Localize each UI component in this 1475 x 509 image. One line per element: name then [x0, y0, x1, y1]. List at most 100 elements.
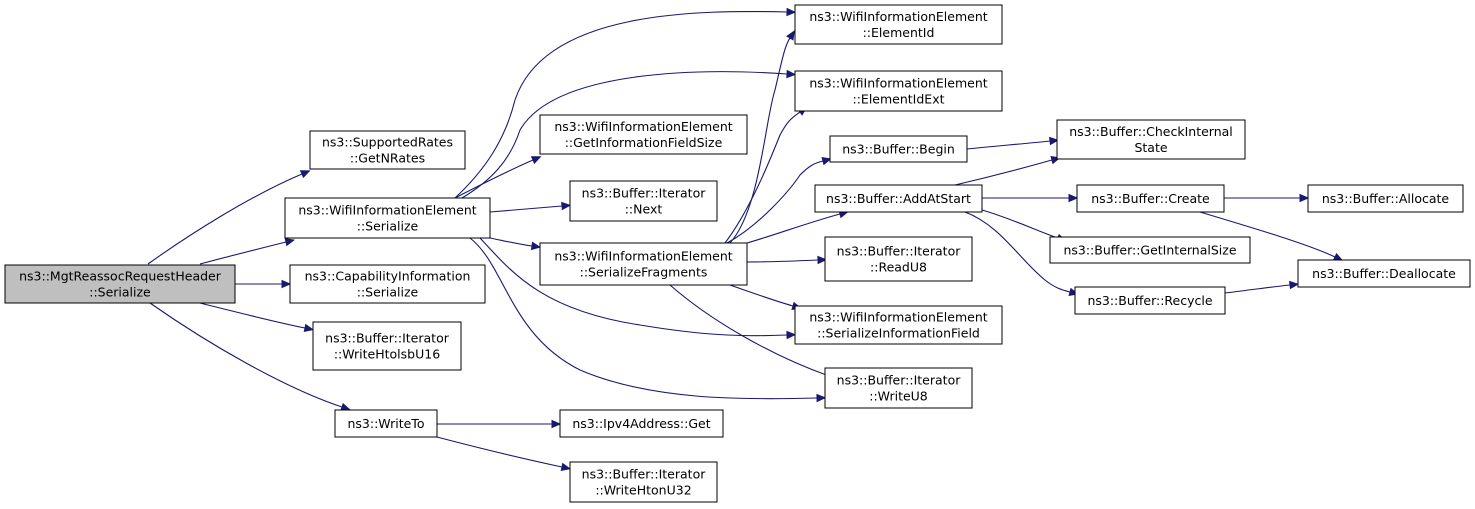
node-box — [794, 305, 1003, 345]
node-elementIdExt[interactable]: ns3::WifiInformationElement::ElementIdEx… — [794, 70, 1003, 112]
node-label: ns3::Ipv4Address::Get — [572, 416, 710, 431]
node-box — [539, 242, 748, 286]
node-box — [309, 130, 466, 170]
node-capSerialize[interactable]: ns3::CapabilityInformation::Serialize — [289, 264, 486, 304]
node-getInfoSize[interactable]: ns3::WifiInformationElement::GetInformat… — [539, 114, 748, 155]
node-label: ns3::Buffer::Begin — [842, 142, 955, 157]
node-label: ns3::WifiInformationElement — [809, 310, 987, 325]
edge-wieSerialize-to-writeU8 — [469, 237, 827, 403]
node-getnrates[interactable]: ns3::SupportedRates::GetNRates — [309, 130, 466, 170]
node-label: ns3::WifiInformationElement — [298, 203, 476, 218]
node-box — [569, 180, 718, 222]
node-label: ns3::Buffer::Iterator — [325, 331, 450, 346]
node-label: ns3::Buffer::Iterator — [582, 467, 707, 482]
node-label: ns3::Buffer::CheckInternal — [1069, 124, 1233, 139]
node-box — [1297, 259, 1471, 288]
node-label: ns3::WriteTo — [348, 416, 425, 431]
edge-wieSerialize-to-elementIdExt — [461, 69, 797, 199]
node-label: ::GetNRates — [350, 151, 425, 166]
node-deallocate[interactable]: ns3::Buffer::Deallocate — [1297, 259, 1471, 288]
node-writeHtolsb[interactable]: ns3::Buffer::Iterator::WriteHtolsbU16 — [312, 321, 462, 371]
node-serInfoField[interactable]: ns3::WifiInformationElement::SerializeIn… — [794, 305, 1003, 345]
node-box — [814, 184, 983, 213]
node-label: ::GetInformationFieldSize — [565, 135, 723, 150]
node-box — [539, 114, 748, 155]
node-label: ns3::Buffer::AddAtStart — [826, 191, 971, 206]
edge-wieSerialize-to-serFrag — [489, 237, 542, 251]
node-label: ns3::Buffer::Deallocate — [1312, 266, 1456, 281]
node-iterNext[interactable]: ns3::Buffer::Iterator::Next — [569, 180, 718, 222]
node-label: ns3::Buffer::Iterator — [837, 244, 962, 259]
node-label: ns3::Buffer::GetInternalSize — [1063, 243, 1236, 258]
node-label: ::SerializeInformationField — [817, 326, 980, 341]
node-recycle[interactable]: ns3::Buffer::Recycle — [1074, 286, 1226, 315]
node-writeU8[interactable]: ns3::Buffer::Iterator::WriteU8 — [824, 367, 973, 409]
node-ipv4Get[interactable]: ns3::Ipv4Address::Get — [559, 409, 724, 438]
edge-serFrag-to-begin — [726, 156, 832, 244]
node-box — [569, 461, 718, 503]
edge-create-to-allocate — [1224, 193, 1310, 203]
node-label: ::Next — [625, 202, 663, 217]
node-label: ::Serialize — [89, 285, 151, 300]
node-box — [289, 264, 486, 304]
node-label: ns3::SupportedRates — [322, 135, 453, 150]
node-label: ::WriteHtolsbU16 — [334, 347, 440, 362]
edge-wieSerialize-to-elementId — [454, 7, 797, 199]
node-label: ns3::MgtReassocRequestHeader — [19, 269, 222, 284]
node-create[interactable]: ns3::Buffer::Create — [1076, 184, 1225, 213]
node-label: ::WriteU8 — [869, 389, 928, 404]
node-label: ::Serialize — [357, 285, 419, 300]
node-label: ns3::Buffer::Allocate — [1322, 191, 1450, 206]
edges-layer — [147, 7, 1344, 472]
node-label: ::ElementId — [863, 25, 935, 40]
node-box — [312, 321, 462, 371]
node-getInternalSize[interactable]: ns3::Buffer::GetInternalSize — [1049, 236, 1251, 264]
node-begin[interactable]: ns3::Buffer::Begin — [829, 135, 968, 163]
node-label: ::ElementIdExt — [853, 92, 945, 107]
edge-addAtStart-to-create — [982, 193, 1079, 203]
node-addAtStart[interactable]: ns3::Buffer::AddAtStart — [814, 184, 983, 213]
node-box — [829, 135, 968, 163]
node-label: ns3::WifiInformationElement — [554, 119, 732, 134]
node-wieSerialize[interactable]: ns3::WifiInformationElement::Serialize — [284, 197, 491, 239]
node-box — [1076, 184, 1225, 213]
nodes-layer: ns3::MgtReassocRequestHeader::Serializen… — [4, 4, 1471, 503]
node-label: ::SerializeFragments — [580, 265, 708, 280]
node-writeHton[interactable]: ns3::Buffer::Iterator::WriteHtonU32 — [569, 461, 718, 503]
node-box — [1056, 119, 1246, 160]
edge-serFrag-to-elementId — [729, 30, 795, 244]
edge-serFrag-to-readU8 — [746, 255, 828, 265]
node-writeTo[interactable]: ns3::WriteTo — [334, 409, 438, 438]
node-box — [1307, 184, 1464, 213]
node-elementId[interactable]: ns3::WifiInformationElement::ElementId — [794, 4, 1003, 45]
node-box — [559, 409, 724, 438]
node-label: ns3::CapabilityInformation — [305, 269, 471, 284]
edge-serFrag-to-serInfoField — [729, 284, 802, 311]
node-label: State — [1134, 140, 1167, 155]
node-box — [334, 409, 438, 438]
node-label: ns3::WifiInformationElement — [554, 249, 732, 264]
node-box — [794, 4, 1003, 45]
node-label: ::Serialize — [357, 219, 419, 234]
edge-addAtStart-to-checkInternal — [954, 156, 1061, 186]
edge-root-to-wieSerialize — [199, 237, 296, 265]
node-label: ns3::WifiInformationElement — [809, 76, 987, 91]
node-readU8[interactable]: ns3::Buffer::Iterator::ReadU8 — [824, 236, 973, 282]
edge-root-to-getnrates — [147, 170, 311, 265]
edge-wieSerialize-to-getInfoSize — [454, 156, 542, 199]
edge-writeTo-to-writeHton — [436, 436, 572, 472]
node-box — [1074, 286, 1226, 315]
node-label: ns3::Buffer::Create — [1091, 191, 1210, 206]
node-box — [824, 367, 973, 409]
edge-root-to-writeHtolsb — [199, 302, 315, 333]
node-serFrag[interactable]: ns3::WifiInformationElement::SerializeFr… — [539, 242, 748, 286]
edge-begin-to-checkInternal — [966, 136, 1060, 150]
edge-recycle-to-deallocate — [1224, 280, 1300, 294]
node-box — [794, 70, 1003, 112]
node-box — [4, 264, 236, 304]
node-root[interactable]: ns3::MgtReassocRequestHeader::Serialize — [4, 264, 236, 304]
edge-root-to-capSerialize — [235, 279, 292, 289]
node-allocate[interactable]: ns3::Buffer::Allocate — [1307, 184, 1464, 213]
